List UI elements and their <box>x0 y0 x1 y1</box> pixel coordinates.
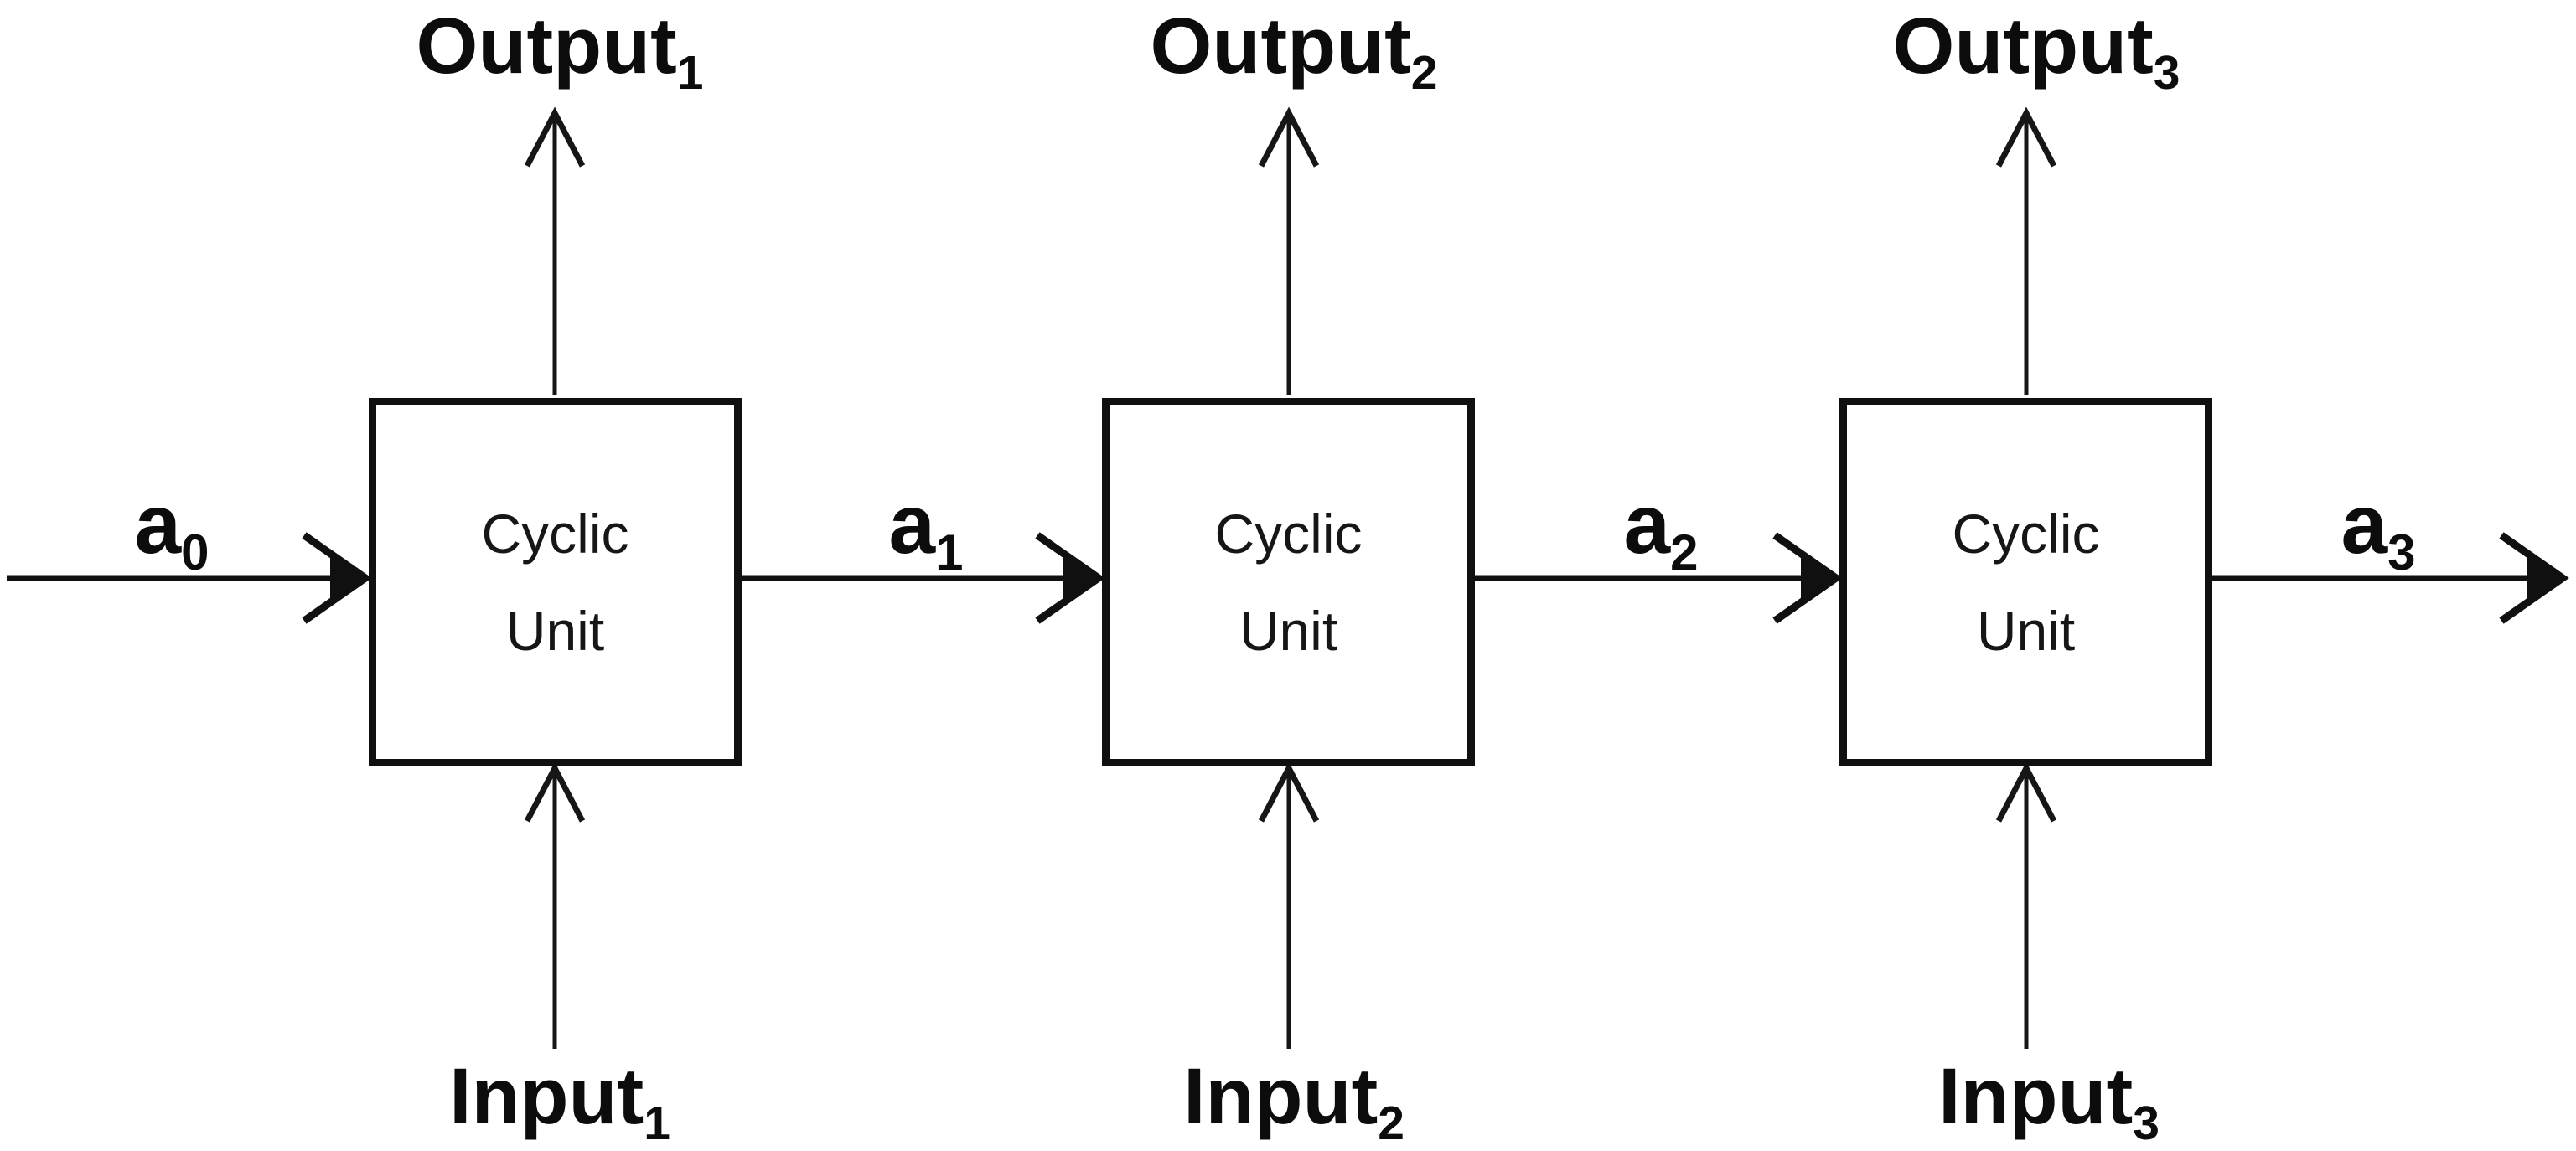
cyclic-unit-box-2: Cyclic Unit <box>1102 398 1475 766</box>
input-label-3-text: Input <box>1938 1052 2134 1141</box>
state-arrow-a1 <box>742 532 1105 624</box>
input-label-1-text: Input <box>449 1052 644 1141</box>
output-arrow-2 <box>1258 106 1320 395</box>
cyclic-unit-3-label-line1: Cyclic <box>1952 503 2100 565</box>
state-label-a0: a0 <box>135 483 209 578</box>
output-label-1-subscript: 1 <box>676 45 704 100</box>
input-label-3-subscript: 3 <box>2133 1096 2160 1150</box>
input-arrow-1 <box>524 761 586 1049</box>
input-label-3: Input3 <box>1938 1057 2160 1148</box>
state-label-a3-subscript: 3 <box>2387 524 2416 581</box>
state-label-a1: a1 <box>889 483 964 578</box>
cyclic-unit-1-label-line2: Unit <box>505 600 605 662</box>
input-label-1-subscript: 1 <box>644 1096 670 1150</box>
input-label-2-text: Input <box>1183 1052 1379 1141</box>
output-arrow-1 <box>524 106 586 395</box>
output-label-2-subscript: 2 <box>1410 45 1438 100</box>
state-label-a0-subscript: 0 <box>181 524 209 581</box>
output-label-3-text: Output <box>1892 2 2154 90</box>
cyclic-unit-3-label-line2: Unit <box>1976 600 2076 662</box>
state-arrows-group <box>7 532 2569 624</box>
input-label-2: Input2 <box>1183 1057 1404 1148</box>
input-label-2-subscript: 2 <box>1378 1096 1404 1150</box>
input-label-1: Input1 <box>449 1057 670 1148</box>
state-label-a2-text: a <box>1623 477 1671 571</box>
output-label-2: Output2 <box>1151 7 1438 97</box>
cyclic-unit-2-label-line2: Unit <box>1239 600 1338 662</box>
output-arrows-group <box>524 106 2057 395</box>
input-arrow-2 <box>1258 761 1320 1049</box>
state-arrow-a3 <box>2212 532 2569 624</box>
state-arrow-a2 <box>1475 532 1843 624</box>
state-arrow-a0 <box>7 532 372 624</box>
state-label-a3-text: a <box>2341 477 2388 571</box>
output-label-2-text: Output <box>1150 2 1411 90</box>
state-label-a2: a2 <box>1624 483 1699 578</box>
cyclic-unit-box-1: Cyclic Unit <box>369 398 742 766</box>
output-arrow-3 <box>1995 106 2057 395</box>
output-label-3-subscript: 3 <box>2153 45 2180 100</box>
cyclic-unit-2-label-line1: Cyclic <box>1214 503 1363 565</box>
output-label-1: Output1 <box>416 7 704 97</box>
cyclic-unit-1-label-line1: Cyclic <box>481 503 629 565</box>
state-label-a0-text: a <box>134 477 182 571</box>
input-arrow-3 <box>1995 761 2057 1049</box>
state-label-a1-subscript: 1 <box>935 524 964 581</box>
output-label-1-text: Output <box>416 2 677 90</box>
state-label-a1-text: a <box>888 477 936 571</box>
state-label-a3: a3 <box>2341 483 2416 578</box>
output-label-3: Output3 <box>1893 7 2180 97</box>
input-arrows-group <box>524 761 2057 1049</box>
state-label-a2-subscript: 2 <box>1670 524 1699 581</box>
cyclic-unit-box-3: Cyclic Unit <box>1839 398 2212 766</box>
